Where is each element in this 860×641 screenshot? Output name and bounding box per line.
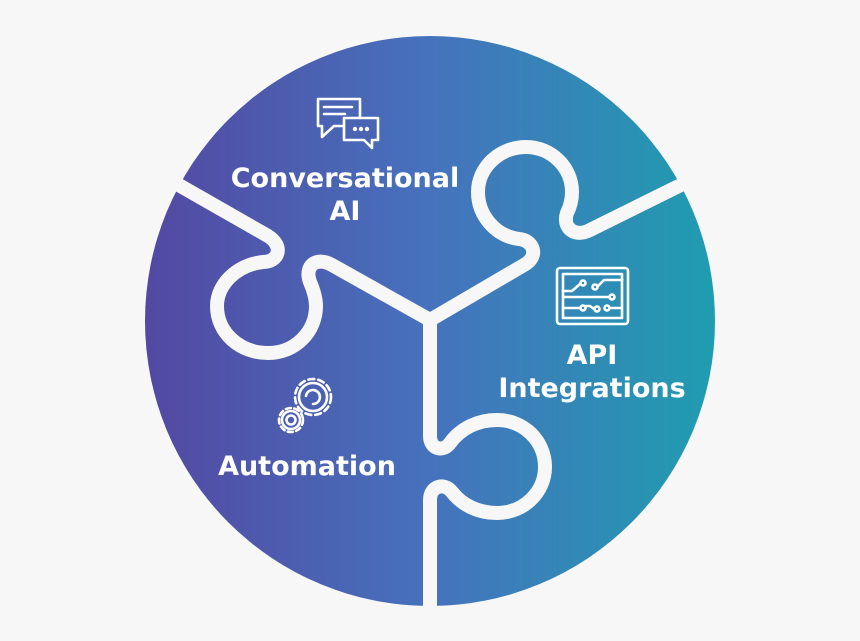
label-ai: AI xyxy=(330,196,361,227)
label-automation: Automation xyxy=(218,451,396,482)
circuit-board-icon xyxy=(555,266,630,326)
chat-bubbles-icon xyxy=(316,97,380,150)
seam-left xyxy=(166,173,434,360)
label-integrations: Integrations xyxy=(498,373,685,404)
label-conversational: Conversational xyxy=(231,163,460,194)
seam-bottom xyxy=(423,318,552,612)
gears-icon xyxy=(277,377,333,434)
label-api: API xyxy=(567,340,618,371)
seam-right xyxy=(426,140,699,327)
